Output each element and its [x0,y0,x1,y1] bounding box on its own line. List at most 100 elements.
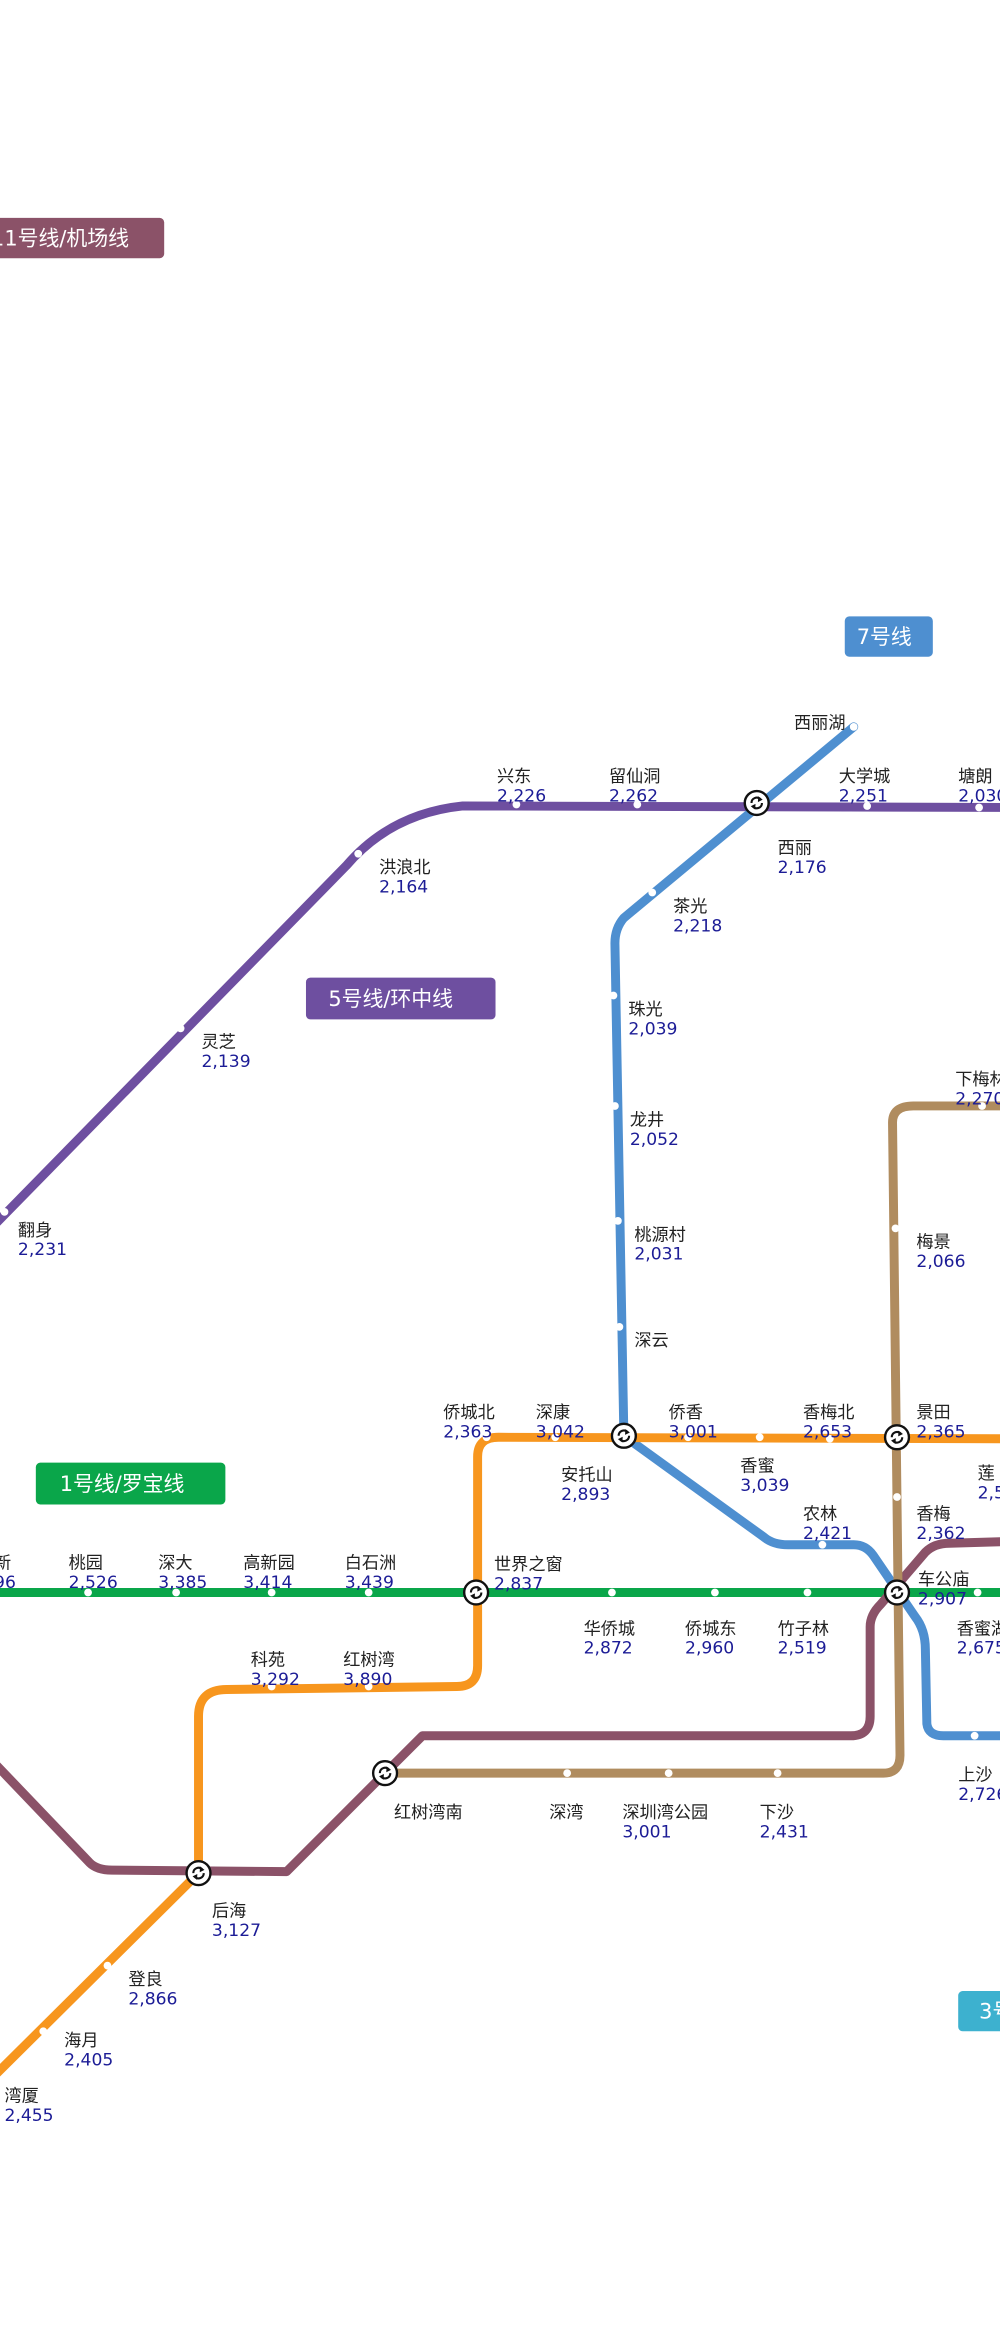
station-name-taoyuancun[interactable]: 桃源村 [634,1225,685,1245]
station-name-dengliang[interactable]: 登良 [128,1970,162,1990]
interchange-icon[interactable] [743,789,770,817]
station-dot-qiaoxiang[interactable] [684,1433,692,1442]
station-name-lianhua[interactable]: 莲 [978,1464,995,1484]
station-name-jingtian[interactable]: 景田 [916,1403,950,1423]
station-dot-tanglang[interactable] [975,803,983,812]
station-count-nonglin: 2,421 [803,1524,852,1544]
station-dot-baishizhou[interactable] [364,1588,373,1597]
station-dot-zhuzilin[interactable] [803,1588,812,1597]
station-dot-qiaochengdong[interactable] [711,1588,719,1597]
interchange-icon[interactable] [371,1759,399,1787]
station-name-shenda[interactable]: 深大 [158,1554,192,1574]
station-dot-daxuecheng[interactable] [863,802,872,810]
station-dot-keyuan[interactable] [267,1682,276,1691]
station-name-hongshuwannan[interactable]: 红树湾南 [394,1803,463,1823]
station-dot-xingdong[interactable] [512,800,521,809]
station-name-fanshen[interactable]: 翻身 [18,1221,52,1241]
station-name-shenwan[interactable]: 深湾 [549,1803,583,1823]
station-name-antuoshan[interactable]: 安托山 [561,1466,612,1486]
station-name-xin[interactable]: 新 [0,1554,11,1574]
station-dot-longjing[interactable] [611,1102,619,1110]
station-dot-lingzhi[interactable] [176,1024,185,1033]
station-name-baishizhou[interactable]: 白石洲 [345,1554,396,1574]
station-dot-taoyuan[interactable] [84,1588,92,1597]
station-dot-shenda[interactable] [172,1588,181,1597]
station-dot-xiangmei[interactable] [893,1493,901,1501]
station-dot-xilihu[interactable] [849,722,858,731]
station-name-xilihu[interactable]: 西丽湖 [794,713,845,733]
line7-badge: 7号线 [844,616,933,657]
interchange-icon[interactable] [185,1859,212,1887]
station-name-hongshuwan[interactable]: 红树湾 [343,1651,394,1671]
interchange-icon[interactable] [462,1579,490,1606]
station-name-xiangmi[interactable]: 香蜜 [740,1457,774,1477]
station-name-xingdong[interactable]: 兴东 [497,767,531,787]
station-name-wansha[interactable]: 湾厦 [4,2086,38,2106]
station-name-xiasha[interactable]: 下沙 [760,1803,794,1823]
station-count-xiangmi: 3,039 [740,1476,789,1496]
station-dot-haiyue[interactable] [39,2027,48,2036]
station-name-haiyue[interactable]: 海月 [64,2031,98,2051]
station-dot-chaguang[interactable] [648,888,657,897]
station-dot-fanshen[interactable] [0,1208,9,1216]
station-name-nonglin[interactable]: 农林 [803,1504,837,1524]
interchange-icon[interactable] [610,1422,638,1449]
station-name-honglangbei[interactable]: 洪浪北 [379,858,430,878]
station-name-xiameilin[interactable]: 下梅林 [955,1070,1000,1090]
station-dot-xiangmi[interactable] [755,1433,764,1442]
station-name-xiangmeibei[interactable]: 香梅北 [803,1403,854,1423]
station-dot-nonglin[interactable] [818,1540,827,1549]
station-name-zhuguang[interactable]: 珠光 [628,1000,662,1020]
station-dot-huaqiaocheng[interactable] [608,1588,616,1597]
interchange-icon[interactable] [883,1424,911,1451]
station-name-shenzhenwangongyuan[interactable]: 深圳湾公园 [622,1803,708,1823]
station-name-zhuzilin[interactable]: 竹子林 [778,1619,829,1639]
station-name-lingzhi[interactable]: 灵芝 [201,1033,235,1053]
station-name-qiaoxiang[interactable]: 侨香 [669,1403,703,1423]
station-dot-xiasha[interactable] [773,1769,782,1777]
station-name-xili[interactable]: 西丽 [778,839,812,859]
station-dot-zhuguang[interactable] [609,991,618,1000]
station-name-xiangmei[interactable]: 香梅 [916,1504,950,1524]
interchange-icon[interactable] [883,1579,911,1606]
station-name-shenyun[interactable]: 深云 [634,1331,668,1351]
station-dot-xiangmeibei[interactable] [825,1434,834,1443]
station-name-longjing[interactable]: 龙井 [630,1110,664,1130]
station-dot-xiangmihu[interactable] [973,1588,982,1597]
station-dot-shenkang[interactable] [551,1433,560,1442]
station-name-tanglang[interactable]: 塘朗 [958,767,992,787]
station-count-taoyuancun: 2,031 [634,1245,683,1265]
station-name-qiaochengdong[interactable]: 侨城东 [685,1619,736,1639]
station-name-chaguang[interactable]: 茶光 [673,897,707,917]
station-name-chegongmiao[interactable]: 车公庙 [918,1570,969,1590]
station-dot-honglangbei[interactable] [354,849,363,858]
station-count-hongshuwan: 3,890 [343,1670,392,1690]
station-dot-qiaochengbei[interactable] [482,1433,491,1442]
station-name-houhai[interactable]: 后海 [212,1901,246,1921]
station-dot-dengliang[interactable] [103,1961,112,1970]
station-dot-shenwan[interactable] [563,1769,572,1777]
station-name-daxuecheng[interactable]: 大学城 [839,767,890,787]
station-name-liuxiandong[interactable]: 留仙洞 [609,767,660,787]
station-count-xiangmei: 2,362 [916,1524,965,1544]
station-dot-hongshuwan[interactable] [364,1682,373,1691]
station-name-taoyuan[interactable]: 桃园 [69,1554,103,1574]
station-dot-meijing[interactable] [891,1224,900,1233]
station-name-huaqiaocheng[interactable]: 华侨城 [584,1619,635,1639]
station-dot-shangsha[interactable] [970,1731,979,1740]
station-dot-gaoxinyuan[interactable] [267,1588,276,1597]
station-name-gaoxinyuan[interactable]: 高新园 [243,1554,294,1574]
station-name-qiaochengbei[interactable]: 侨城北 [443,1403,494,1423]
station-name-shijiezhichuang[interactable]: 世界之窗 [494,1555,563,1575]
station-dot-xiameilin[interactable] [978,1102,986,1110]
station-name-shenkang[interactable]: 深康 [536,1403,570,1423]
station-dot-liuxiandong[interactable] [633,800,642,809]
station-name-xiangmihu[interactable]: 香蜜湖 [957,1619,1000,1639]
station-count-zhuguang: 2,039 [628,1019,677,1039]
station-dot-taoyuancun[interactable] [614,1216,622,1225]
station-name-meijing[interactable]: 梅景 [916,1233,950,1253]
station-name-shangsha[interactable]: 上沙 [958,1766,992,1786]
station-dot-shenzhenwangongyuan[interactable] [664,1769,673,1777]
station-dot-shenyun[interactable] [615,1322,624,1331]
station-name-keyuan[interactable]: 科苑 [251,1651,285,1671]
